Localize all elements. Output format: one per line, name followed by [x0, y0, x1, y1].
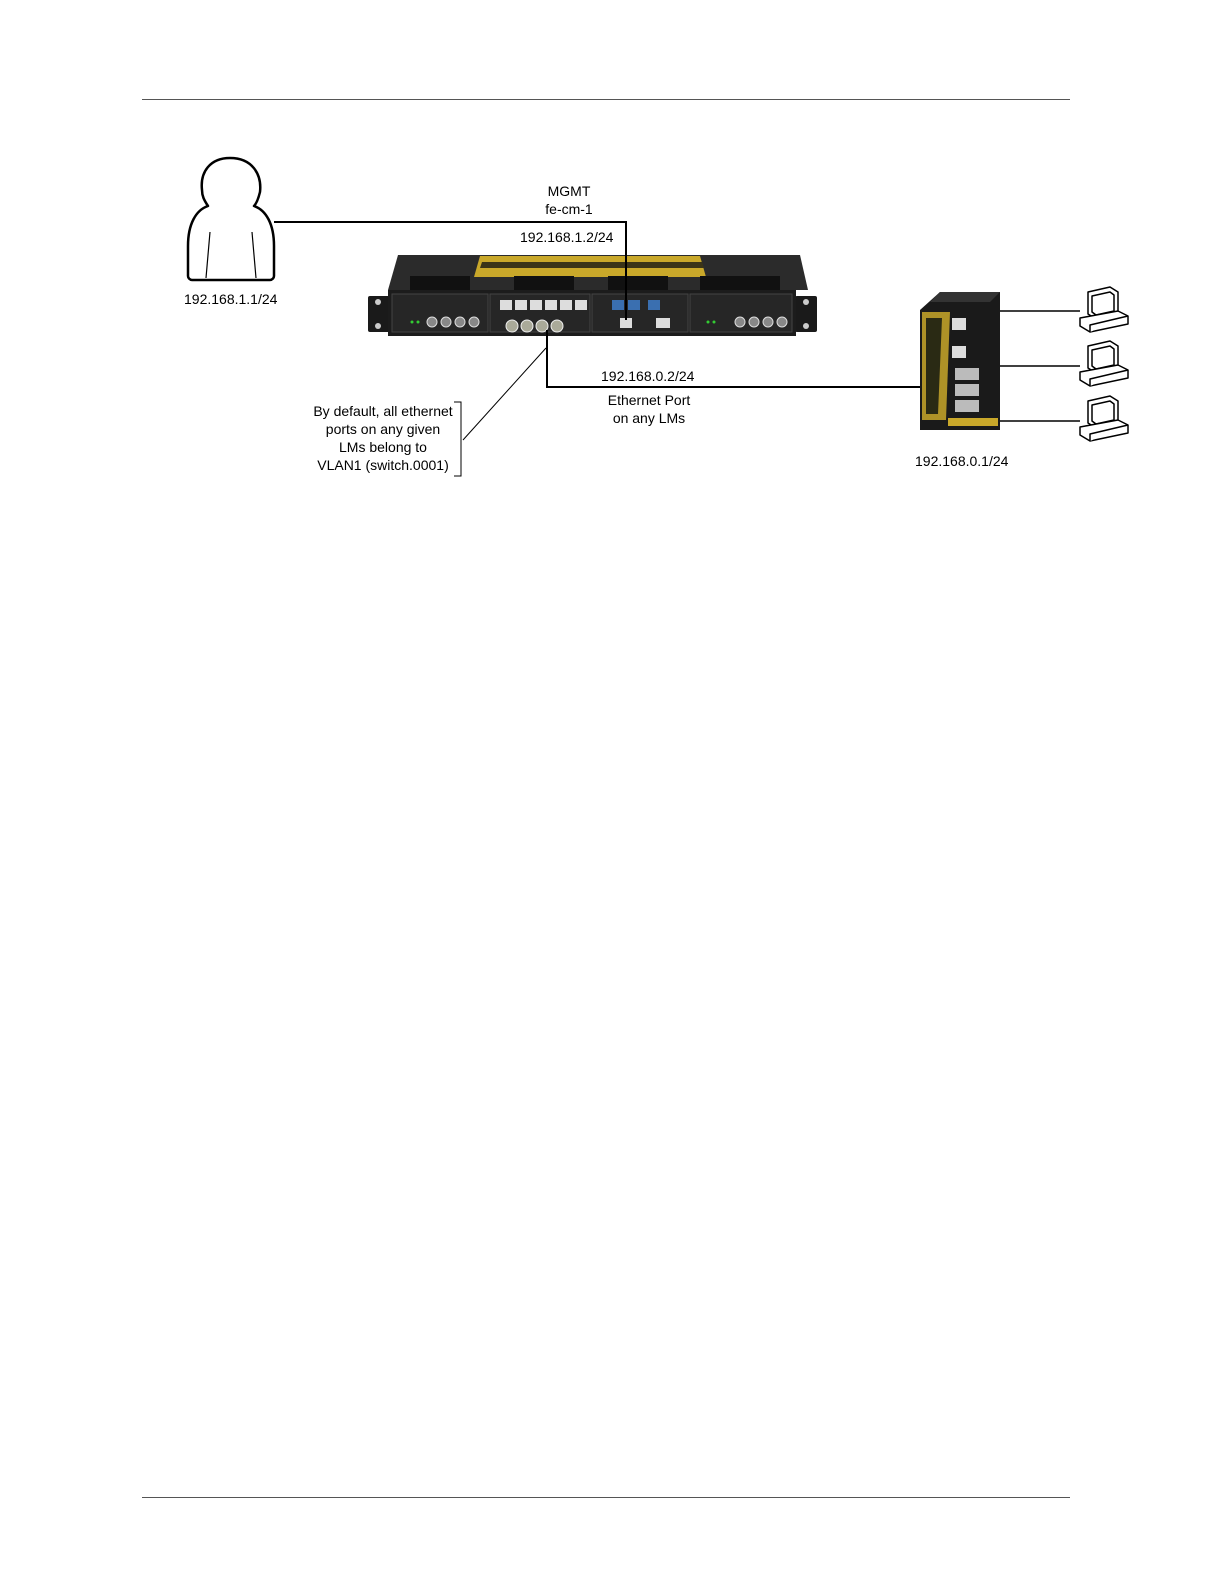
mgmt-label: MGMT fe-cm-1	[520, 182, 618, 218]
computer-icon	[1080, 287, 1128, 332]
switch-ip-label: 192.168.0.1/24	[915, 452, 1008, 470]
network-switch-icon	[920, 292, 1000, 430]
vlan-note-line3: LMs belong to	[306, 438, 460, 456]
ethernet-port-label: Ethernet Port on any LMs	[596, 391, 702, 427]
computer-icon	[1080, 341, 1128, 386]
vlan-note-line4: VLAN1 (switch.0001)	[306, 456, 460, 474]
vlan-note: By default, all ethernet ports on any gi…	[306, 402, 460, 474]
network-diagram	[0, 0, 1224, 520]
ethernet-ip-label: 192.168.0.2/24	[601, 367, 694, 385]
vlan-note-line1: By default, all ethernet	[306, 402, 460, 420]
mgmt-label-line2: fe-cm-1	[520, 200, 618, 218]
computer-icon	[1080, 396, 1128, 441]
ethernet-port-line2: on any LMs	[596, 409, 702, 427]
vlan-note-line2: ports on any given	[306, 420, 460, 438]
rack-chassis-image	[368, 255, 817, 336]
footer-rule	[142, 1497, 1070, 1498]
user-icon	[188, 158, 274, 280]
note-leader-line	[463, 348, 546, 440]
mgmt-ip-label: 192.168.1.2/24	[520, 228, 613, 246]
ethernet-port-line1: Ethernet Port	[596, 391, 702, 409]
user-ip-label: 192.168.1.1/24	[184, 290, 277, 308]
mgmt-label-line1: MGMT	[520, 182, 618, 200]
